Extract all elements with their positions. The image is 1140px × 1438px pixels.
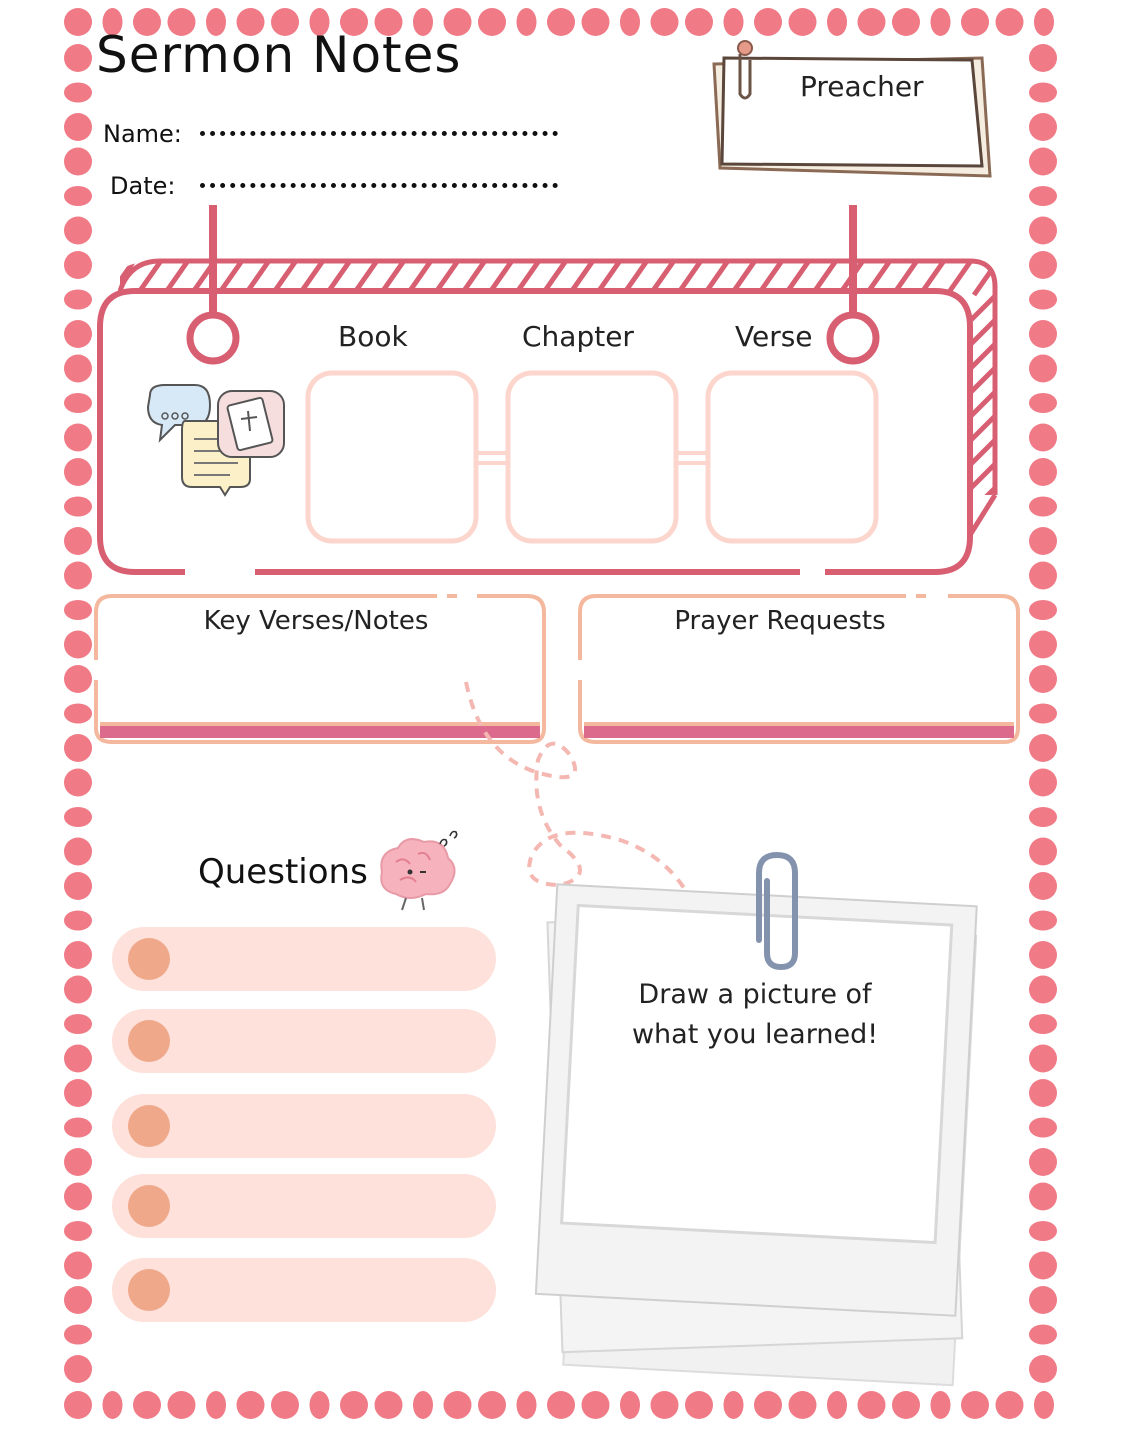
- question-line-1[interactable]: [112, 927, 496, 991]
- bullet-icon: [128, 1185, 170, 1227]
- question-line-5[interactable]: [112, 1258, 496, 1322]
- prayer-requests-label: Prayer Requests: [674, 606, 886, 636]
- pushpin-icon: [737, 40, 753, 100]
- verse-label: Verse: [735, 320, 813, 353]
- chapter-box[interactable]: [505, 370, 679, 544]
- drawing-prompt: Draw a picture of what you learned!: [610, 975, 900, 1055]
- verse-box[interactable]: [705, 370, 879, 544]
- question-line-2[interactable]: [112, 1009, 496, 1073]
- book-box[interactable]: [305, 370, 479, 544]
- questions-label: Questions: [198, 852, 368, 892]
- name-label: Name:: [103, 120, 182, 148]
- date-field[interactable]: [200, 183, 558, 188]
- bullet-icon: [128, 1269, 170, 1311]
- polaroid-stack: [534, 851, 978, 1387]
- bullet-icon: [128, 1105, 170, 1147]
- drawing-prompt-line-2: what you learned!: [631, 1019, 879, 1050]
- preacher-label: Preacher: [800, 70, 924, 103]
- drawing-prompt-line-1: Draw a picture of: [638, 979, 872, 1010]
- chat-bubble-icon: [146, 384, 212, 443]
- key-verses-box[interactable]: [92, 590, 552, 750]
- question-line-3[interactable]: [112, 1094, 496, 1158]
- name-field[interactable]: [200, 131, 558, 136]
- brain-mascot-icon: [380, 830, 458, 911]
- bullet-icon: [128, 1020, 170, 1062]
- bullet-icon: [128, 938, 170, 980]
- question-line-4[interactable]: [112, 1174, 496, 1238]
- preacher-card[interactable]: [700, 36, 1010, 191]
- date-label: Date:: [110, 172, 176, 200]
- book-label: Book: [338, 320, 408, 353]
- paperclip-icon: [756, 851, 798, 971]
- drawing-area[interactable]: [534, 883, 978, 1317]
- bible-icon: [217, 390, 285, 458]
- key-verses-label: Key Verses/Notes: [203, 606, 429, 636]
- scripture-frame: [97, 205, 998, 575]
- chapter-label: Chapter: [522, 320, 634, 353]
- page-title: Sermon Notes: [96, 26, 462, 84]
- prayer-requests-box[interactable]: [576, 590, 1026, 750]
